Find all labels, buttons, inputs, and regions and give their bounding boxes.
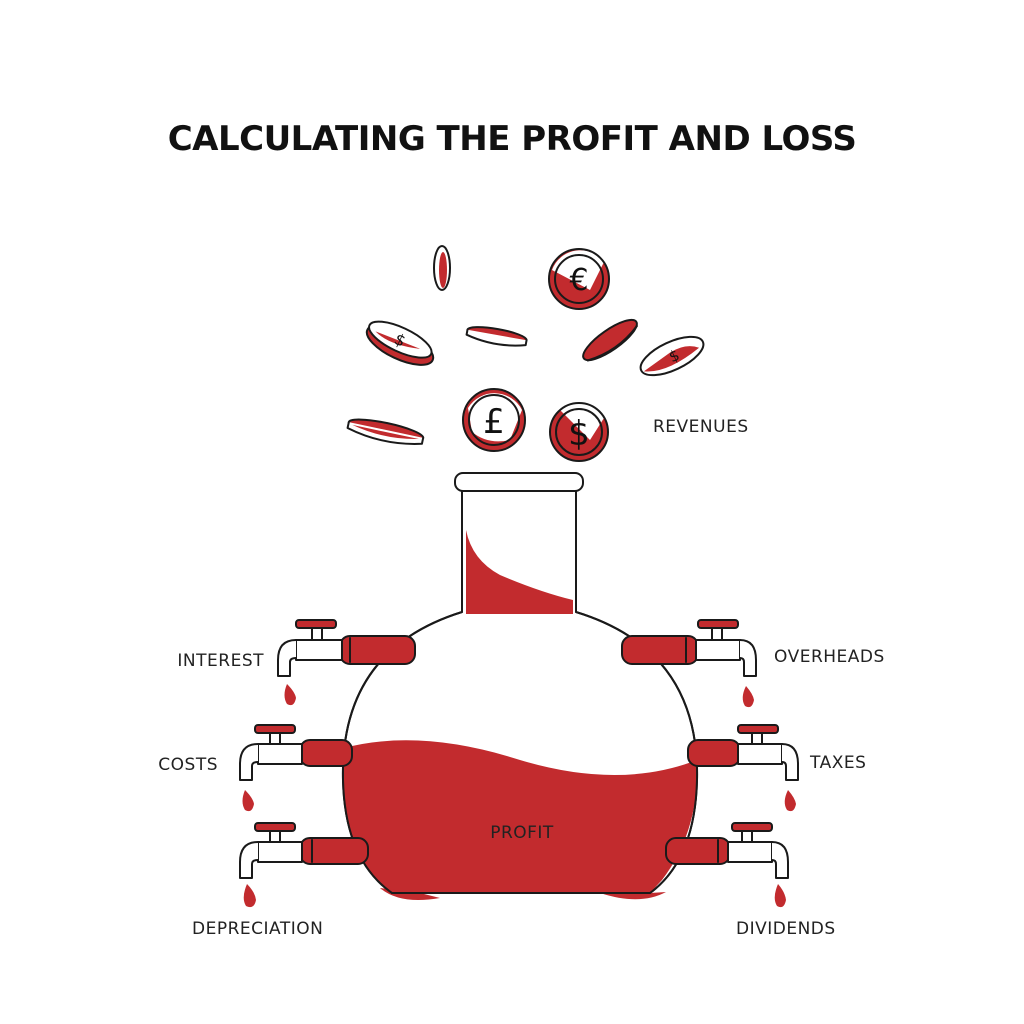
label-taxes: TAXES (809, 753, 866, 773)
coin-euro: € (548, 248, 610, 310)
label-dividends: DIVIDENDS (736, 919, 836, 939)
label-depreciation: DEPRECIATION (192, 919, 323, 939)
euro-symbol: € (569, 263, 588, 298)
tap-depreciation (239, 822, 369, 908)
tap-taxes (687, 724, 799, 812)
label-overheads: OVERHEADS (774, 647, 885, 667)
tap-interest (277, 619, 416, 706)
coin-flat-2 (346, 418, 425, 445)
label-profit: PROFIT (490, 823, 554, 843)
tap-costs (239, 724, 353, 812)
pound-symbol: £ (483, 402, 505, 442)
dollar-symbol: $ (568, 414, 590, 454)
label-costs: COSTS (158, 755, 218, 775)
tap-dividends (665, 822, 789, 908)
coin-tilted-2 (582, 318, 638, 362)
label-interest: INTEREST (177, 651, 264, 671)
coin-pound: £ (462, 388, 526, 452)
tap-overheads (621, 619, 757, 708)
coin-edge-1 (433, 245, 451, 291)
coin-dollar: $ (549, 402, 609, 462)
coins-group: € $ $ (346, 245, 705, 462)
flask (341, 472, 699, 901)
label-revenues: REVENUES (653, 417, 749, 437)
diagram-title: CALCULATING THE PROFIT AND LOSS (168, 119, 857, 159)
flask-rim (454, 472, 584, 492)
coin-tilted-3: $ (639, 335, 705, 377)
flask-neck-liquid (466, 530, 573, 614)
coin-tilted-1: $ (365, 320, 435, 366)
flask-liquid (344, 740, 698, 893)
coin-flat-1 (465, 326, 528, 347)
